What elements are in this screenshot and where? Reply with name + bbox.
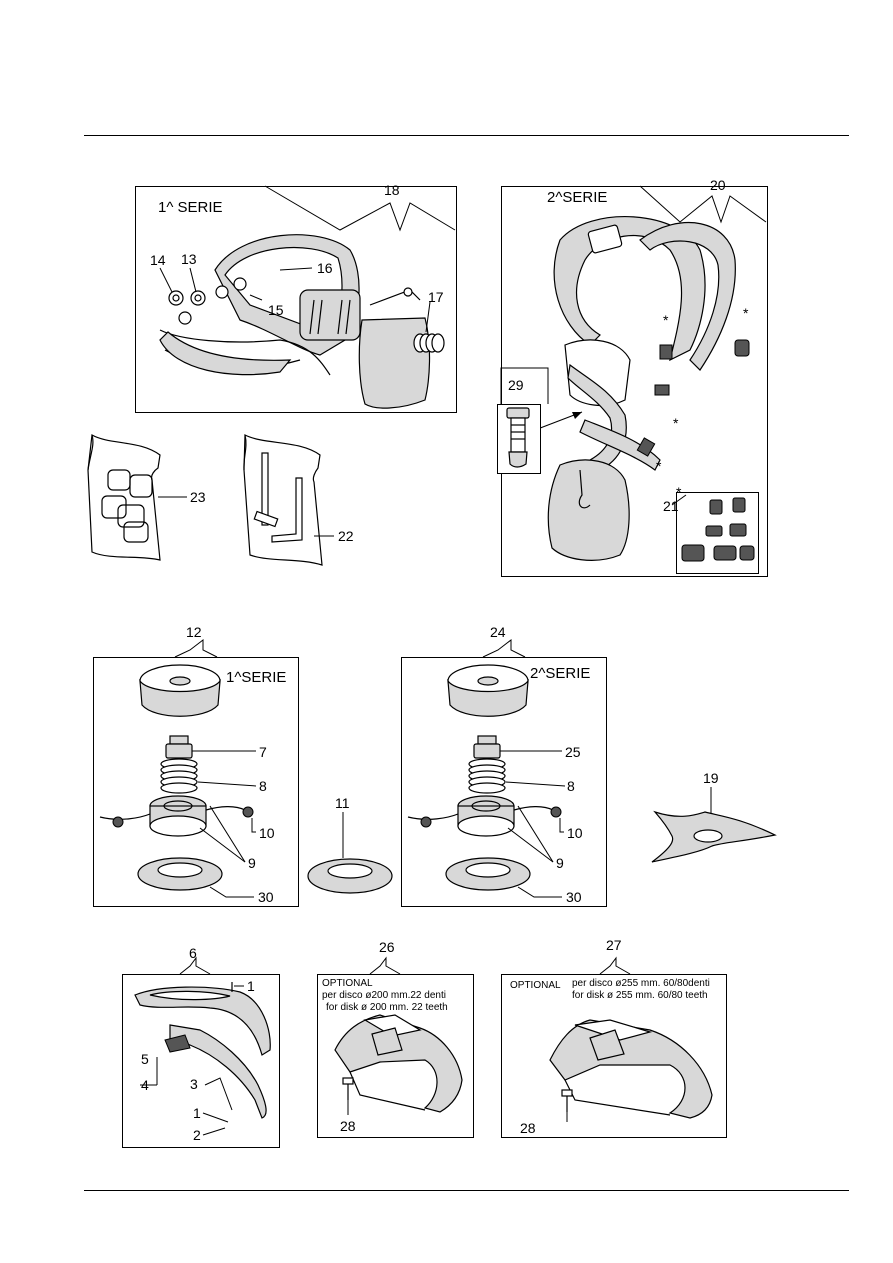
callout-27: 27 xyxy=(606,937,622,953)
callout-28: 28 xyxy=(340,1118,356,1134)
series-label-first-head: 1^SERIE xyxy=(226,669,287,686)
callout-28-second: 28 xyxy=(520,1120,536,1136)
callout-11: 11 xyxy=(335,795,350,811)
callout-7: 7 xyxy=(259,744,267,760)
star-e: * xyxy=(676,484,682,500)
callout-12: 12 xyxy=(186,624,202,640)
callout-15: 15 xyxy=(268,302,284,318)
star-a: * xyxy=(663,312,669,328)
callout-5: 5 xyxy=(141,1051,149,1067)
callout-17: 17 xyxy=(428,289,444,305)
footer-rule xyxy=(84,1190,849,1191)
callout-9-second: 9 xyxy=(556,855,564,871)
guard-27-note-it: per disco ø255 mm. 60/80denti xyxy=(572,978,710,989)
guard-27-note-en: for disk ø 255 mm. 60/80 teeth xyxy=(572,990,708,1001)
callout-6: 6 xyxy=(189,945,197,961)
guard-26-note-it: per disco ø200 mm.22 denti xyxy=(322,990,446,1001)
callout-26: 26 xyxy=(379,939,395,955)
callout-3: 3 xyxy=(190,1076,198,1092)
callout-24: 24 xyxy=(490,624,506,640)
callout-1-lower: 1 xyxy=(193,1105,201,1121)
header-rule xyxy=(84,135,849,136)
callout-30-second: 30 xyxy=(566,889,582,905)
callout-23: 23 xyxy=(190,489,206,505)
callout-10: 10 xyxy=(259,825,275,841)
star-b: * xyxy=(743,305,749,321)
callout-18: 18 xyxy=(384,182,400,198)
callout-9: 9 xyxy=(248,855,256,871)
callout-25: 25 xyxy=(565,744,581,760)
callout-4: 4 xyxy=(141,1077,149,1093)
buckle-13-icon xyxy=(190,290,206,306)
callout-14: 14 xyxy=(150,252,166,268)
spring-17-icon xyxy=(413,333,445,353)
callout-21: 21 xyxy=(663,498,679,514)
guard-26-note-en: for disk ø 200 mm. 22 teeth xyxy=(326,1002,448,1013)
callout-30: 30 xyxy=(258,889,274,905)
series-label-second: 2^SERIE xyxy=(547,189,608,206)
callout-19: 19 xyxy=(703,770,719,786)
callout-16: 16 xyxy=(317,260,333,276)
star-d: * xyxy=(656,458,662,474)
series-label-first: 1^ SERIE xyxy=(158,199,223,216)
callout-8: 8 xyxy=(259,778,267,794)
callout-29: 29 xyxy=(508,377,524,393)
guard-27-optional: OPTIONAL xyxy=(510,980,561,991)
callout-22: 22 xyxy=(338,528,354,544)
star-c: * xyxy=(673,415,679,431)
callout-10-second: 10 xyxy=(567,825,583,841)
guard-26-optional: OPTIONAL xyxy=(322,978,373,989)
series-label-second-head: 2^SERIE xyxy=(530,665,591,682)
callout-20: 20 xyxy=(710,177,726,193)
callout-1: 1 xyxy=(247,978,255,994)
callout-8-second: 8 xyxy=(567,778,575,794)
buckle-14-icon xyxy=(168,290,192,325)
callout-13: 13 xyxy=(181,251,197,267)
callout-2: 2 xyxy=(193,1127,201,1143)
